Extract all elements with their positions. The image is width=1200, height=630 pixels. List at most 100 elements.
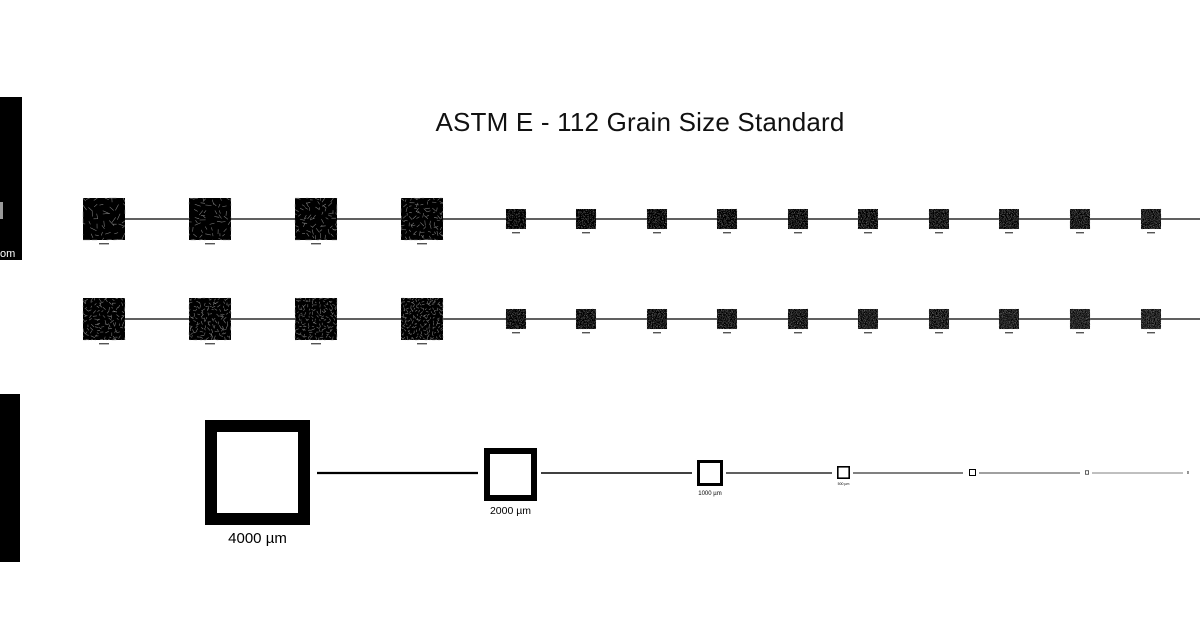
grain-sample xyxy=(505,308,527,334)
grain-sample-caption-mark xyxy=(1076,232,1084,234)
grain-boundary-pattern xyxy=(294,197,338,241)
scale-square-2: 2000 µm xyxy=(484,448,537,517)
grain-boundary-pattern xyxy=(505,208,527,230)
grain-sample-caption-mark xyxy=(417,243,427,245)
left-edge-bar-top xyxy=(0,97,22,260)
grain-row-2 xyxy=(82,297,1200,345)
grain-sample xyxy=(188,197,232,245)
grain-boundary-pattern xyxy=(82,197,126,241)
grain-sample xyxy=(998,308,1020,334)
grain-sample-caption-mark xyxy=(794,332,802,334)
grain-boundary-pattern xyxy=(646,208,668,230)
grain-sample xyxy=(575,308,597,334)
grain-sample xyxy=(857,308,879,334)
grain-sample xyxy=(82,197,126,245)
grain-sample xyxy=(998,208,1020,234)
left-edge-notch xyxy=(0,202,3,219)
grain-sample-frame xyxy=(929,209,949,229)
grain-boundary-pattern xyxy=(787,208,809,230)
grain-sample-caption-mark xyxy=(935,232,943,234)
scale-square-6 xyxy=(1085,470,1090,475)
scale-square-frame xyxy=(484,448,537,501)
grain-sample-caption-mark xyxy=(1147,332,1155,334)
grain-sample-caption-mark xyxy=(99,243,109,245)
grain-sample-frame xyxy=(83,198,125,240)
grain-boundary-pattern xyxy=(1140,208,1162,230)
grain-sample-caption-mark xyxy=(205,243,215,245)
grain-sample-frame xyxy=(83,298,125,340)
grain-boundary-pattern xyxy=(716,308,738,330)
grain-sample-rows xyxy=(82,197,1200,345)
grain-row-1 xyxy=(82,197,1200,245)
grain-sample-caption-mark xyxy=(864,232,872,234)
grain-boundary-pattern xyxy=(998,308,1020,330)
grain-sample-caption-mark xyxy=(1076,332,1084,334)
grain-sample-caption-mark xyxy=(935,332,943,334)
scale-square-frame xyxy=(1186,471,1189,474)
grain-boundary-pattern xyxy=(716,208,738,230)
grain-boundary-pattern xyxy=(400,197,444,241)
grain-sample-caption-mark xyxy=(794,232,802,234)
grain-sample xyxy=(1069,208,1091,234)
grain-boundary-pattern xyxy=(400,297,444,341)
grain-sample-caption-mark xyxy=(1005,232,1013,234)
scale-square-4: 500 µm xyxy=(836,465,850,486)
grain-sample xyxy=(646,208,668,234)
scale-label: 500 µm xyxy=(838,482,850,486)
grain-boundary-pattern xyxy=(575,208,597,230)
grain-sample xyxy=(787,308,809,334)
grain-sample-caption-mark xyxy=(512,332,520,334)
grain-sample-frame xyxy=(788,209,808,229)
scale-square-frame xyxy=(697,460,723,486)
grain-sample xyxy=(1140,208,1162,234)
grain-sample-caption-mark xyxy=(205,343,215,345)
scale-square-7 xyxy=(1186,471,1189,474)
grain-sample-caption-mark xyxy=(864,332,872,334)
grain-boundary-pattern xyxy=(1140,308,1162,330)
grain-sample xyxy=(857,208,879,234)
scale-square-3: 1000 µm xyxy=(697,460,723,497)
grain-sample-caption-mark xyxy=(512,232,520,234)
grain-sample-frame xyxy=(717,209,737,229)
grain-sample-frame xyxy=(647,209,667,229)
grain-sample xyxy=(716,308,738,334)
grain-boundary-pattern xyxy=(857,308,879,330)
scale-bar-sequence: 4000 µm 2000 µm 1000 µm 500 µm xyxy=(205,420,1189,547)
grain-sample-caption-mark xyxy=(723,232,731,234)
grain-boundary-pattern xyxy=(82,297,126,341)
grain-sample xyxy=(787,208,809,234)
grain-sample-frame xyxy=(401,198,443,240)
grain-sample xyxy=(505,208,527,234)
grain-sample-caption-mark xyxy=(582,332,590,334)
grain-boundary-pattern xyxy=(294,297,338,341)
grain-sample-caption-mark xyxy=(1147,232,1155,234)
grain-sample xyxy=(1069,308,1091,334)
grain-sample xyxy=(400,197,444,245)
grain-sample xyxy=(716,208,738,234)
grain-sample xyxy=(188,297,232,345)
grain-sample-caption-mark xyxy=(311,343,321,345)
grain-boundary-pattern xyxy=(928,308,950,330)
grain-sample xyxy=(646,308,668,334)
grain-sample xyxy=(575,208,597,234)
grain-sample xyxy=(82,297,126,345)
scale-label: 2000 µm xyxy=(490,505,531,517)
grain-boundary-pattern xyxy=(1069,208,1091,230)
grain-boundary-pattern xyxy=(575,308,597,330)
grain-sample-frame xyxy=(295,198,337,240)
grain-boundary-pattern xyxy=(857,208,879,230)
grain-boundary-pattern xyxy=(505,308,527,330)
grain-sample xyxy=(1140,308,1162,334)
scale-label: 1000 µm xyxy=(698,491,721,497)
scale-square-1: 4000 µm xyxy=(205,420,310,547)
grain-sample xyxy=(294,197,338,245)
grain-boundary-pattern xyxy=(787,308,809,330)
grain-sample xyxy=(928,208,950,234)
grain-sample-frame xyxy=(506,209,526,229)
grain-boundary-pattern xyxy=(1069,308,1091,330)
grain-boundary-pattern xyxy=(928,208,950,230)
scale-square-frame xyxy=(836,465,850,479)
grain-boundary-pattern xyxy=(646,308,668,330)
scale-square-frame xyxy=(1085,470,1090,475)
grain-sample-caption-mark xyxy=(723,332,731,334)
